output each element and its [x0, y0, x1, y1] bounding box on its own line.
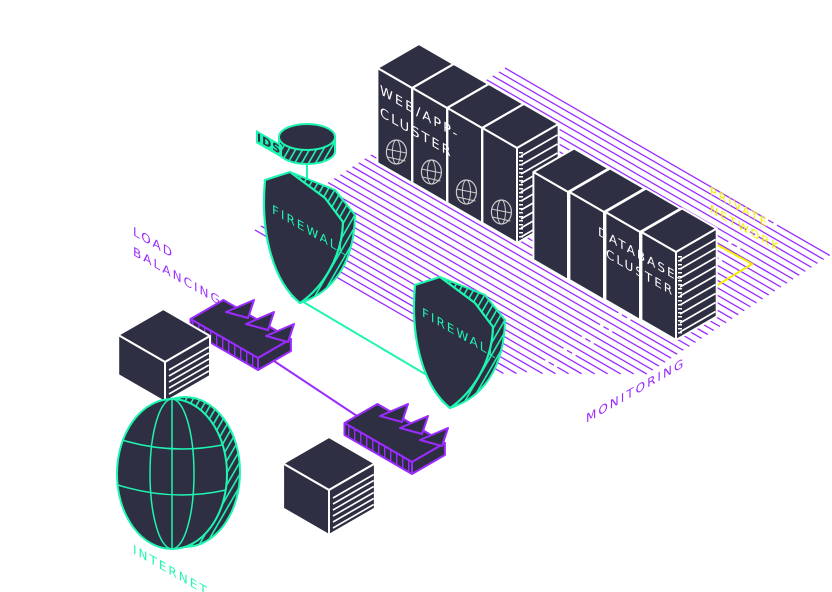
ids-cylinder-top [278, 123, 336, 151]
arrow-icon [399, 415, 429, 435]
db-server-4-vent-stripe [679, 292, 716, 315]
arrow-icon [245, 311, 275, 331]
db-server-4-vent-stripe [679, 283, 716, 306]
globe-parallel [421, 168, 442, 174]
firewall-2-shield-face [412, 275, 495, 410]
hatch-line [339, 174, 666, 363]
load-balancer-2 [343, 403, 449, 475]
firewall-1-shield-face [262, 170, 345, 305]
globe-parallel [457, 196, 476, 202]
web-server-4-left-face [481, 127, 518, 244]
hatch-line [346, 170, 672, 359]
arrow-icon [225, 299, 255, 319]
edge-server-cube-2-vent-stripe [332, 491, 375, 517]
globe-parallel [387, 156, 406, 162]
arrow-icon [265, 323, 295, 343]
hatch-line [315, 189, 635, 375]
hatch-line [358, 162, 684, 351]
load-balancer-1 [189, 299, 295, 371]
server-racks [376, 43, 718, 341]
edge-server-cube-2-vent-stripe [332, 479, 375, 505]
globe-parallel [456, 188, 477, 194]
hatch-line [486, 79, 812, 268]
hatch-line [321, 185, 648, 375]
globe-parallel [386, 148, 407, 154]
hatch-line [504, 67, 831, 257]
firewall-2-shield [412, 275, 506, 410]
web-server-4-vent-stripe [520, 143, 558, 166]
private-network-bracket [711, 241, 754, 287]
edge-server-cube-2-vent-stripe [332, 473, 375, 499]
db-server-2-left-face [568, 191, 605, 301]
edge-server-cube-2-vent-stripe [332, 503, 375, 529]
edge-server-cube-1-vent-stripe [168, 358, 210, 383]
edge-server-cube-1 [117, 308, 211, 403]
edge-server-cube-1-vent-stripe [168, 364, 210, 389]
globe-parallel [121, 439, 223, 450]
firewall-link-line [299, 299, 443, 385]
db-server-4-vent-stripe [679, 274, 716, 297]
edge-server-cube-1-vent-stripe [168, 352, 210, 377]
globe-parallel [117, 484, 227, 496]
db-server-4-vent-stripe [679, 265, 716, 288]
arrow-icon [379, 403, 409, 423]
db-server-4 [640, 207, 718, 341]
web-server-4-vent-stripe [520, 134, 558, 157]
edge-server-cube-2 [282, 436, 376, 536]
hatch-line [327, 181, 654, 371]
globe-icon [455, 179, 478, 205]
arrow-icon [419, 427, 449, 447]
edge-server-cube-1-vent-stripe [168, 346, 210, 371]
load-balancer-2-right-face [411, 442, 446, 475]
db-server-4-vent-stripe [679, 256, 716, 279]
edge-server-cube-2-vent-stripe [332, 497, 375, 523]
web-server-4-vent-stripe [520, 152, 558, 175]
db-server-4-vent-stripe [679, 247, 716, 270]
edge-server-cube-2-vent-stripe [332, 485, 375, 511]
globe-parallel [492, 216, 511, 222]
db-server-4-vent-stripe [679, 310, 716, 333]
load-balancer-1-right-face [257, 338, 292, 371]
internet-globe-icon [116, 396, 241, 550]
hatch-line [333, 178, 660, 367]
ids-cylinder [278, 123, 336, 165]
db-server-4-vent-stripe [679, 301, 716, 324]
hatch-line [309, 193, 622, 375]
globe-parallel [422, 176, 441, 182]
db-server-1-left-face [532, 171, 569, 281]
globe-icon [420, 159, 443, 185]
firewall-1-shield [262, 170, 356, 305]
globe-icon [490, 199, 513, 225]
load-balancer-link-line [267, 356, 361, 419]
db-server-4-vent-stripe [679, 238, 716, 261]
globe-icon [385, 139, 408, 165]
edge-server-cube-1-vent-stripe [168, 370, 210, 395]
network-devices [116, 123, 506, 550]
hatch-line [498, 71, 824, 261]
hatch-line [492, 75, 818, 264]
globe-parallel [491, 208, 512, 214]
hatch-line [352, 166, 678, 355]
